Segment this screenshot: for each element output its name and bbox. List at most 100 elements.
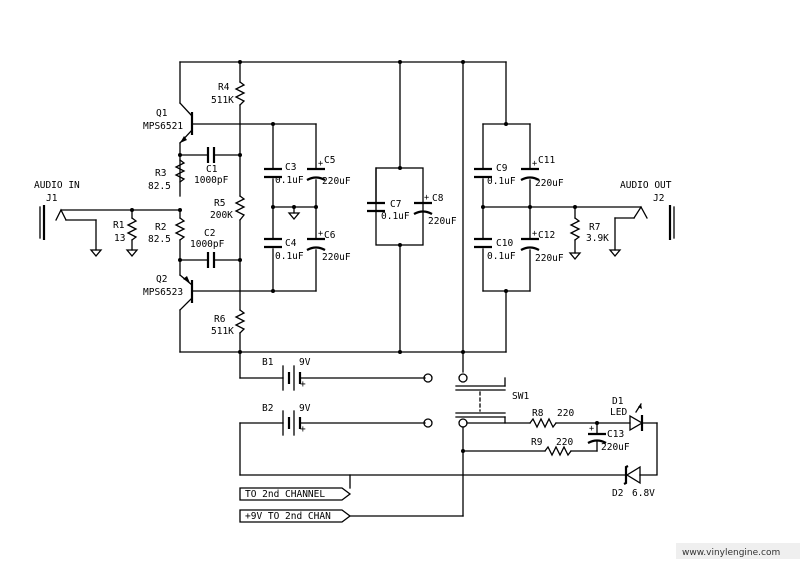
- audio-in-title: AUDIO IN: [34, 180, 80, 191]
- c5-ref: C5: [324, 155, 335, 166]
- watermark-bar: www.vinylengine.com: [676, 543, 800, 559]
- c13-plus: +: [589, 424, 594, 434]
- b1-plus: +: [300, 379, 306, 390]
- capacitor-c5: + C5 220uF: [306, 155, 351, 187]
- b2-ref: B2: [262, 403, 273, 414]
- capacitor-c8: + C8 220uF: [413, 193, 457, 227]
- plus9v-to-2nd-chan-label: +9V TO 2nd CHAN: [245, 511, 331, 522]
- capacitor-c6: + C6 220uF: [306, 229, 351, 263]
- resistor-r4: R4 511K: [211, 81, 246, 106]
- resistor-r1: R1 13: [113, 209, 139, 258]
- capacitor-c13: + C13 220uF: [587, 422, 630, 453]
- c3-value: 0.1uF: [275, 175, 304, 186]
- decoupling-bank-3: [462, 61, 576, 373]
- c12-ref: C12: [538, 230, 555, 241]
- capacitor-c9: C9 0.1uF: [474, 163, 516, 187]
- b1-ref: B1: [262, 357, 274, 368]
- r3-ref: R3: [155, 168, 166, 179]
- resistor-r7: R7 3.9K: [568, 205, 609, 261]
- b2-value: 9V: [299, 403, 311, 414]
- b2-plus: +: [300, 424, 306, 435]
- decoupling-bank-2: [375, 61, 424, 353]
- to-2nd-channel-label: TO 2nd CHANNEL: [245, 489, 325, 500]
- d1-ref: D1: [612, 396, 624, 407]
- c10-value: 0.1uF: [487, 251, 516, 262]
- c8-ref: C8: [432, 193, 444, 204]
- r5-ref: R5: [214, 198, 225, 209]
- c13-value: 220uF: [601, 442, 630, 453]
- c7-ref: C7: [390, 199, 401, 210]
- connector-to-2nd-channel: TO 2nd CHANNEL: [239, 474, 352, 501]
- led-d1: D1 LED: [610, 396, 658, 475]
- c4-value: 0.1uF: [275, 251, 304, 262]
- resistor-r3: R3 82.5: [148, 159, 186, 192]
- r2-ref: R2: [155, 222, 166, 233]
- r3-value: 82.5: [148, 181, 171, 192]
- c2-value: 1000pF: [190, 239, 225, 250]
- d1-type: LED: [610, 407, 627, 418]
- resistor-r5: R5 200K: [210, 195, 246, 221]
- r7-ref: R7: [589, 222, 600, 233]
- c3-ref: C3: [285, 162, 296, 173]
- c10-ref: C10: [496, 238, 513, 249]
- b1-value: 9V: [299, 357, 311, 368]
- transistor-q2: Q2 MPS6523: [143, 274, 317, 311]
- c9-ref: C9: [496, 163, 508, 174]
- q1-ref: Q1: [156, 108, 168, 119]
- c6-plus: +: [318, 229, 323, 239]
- c5-plus: +: [318, 159, 323, 169]
- c2-ref: C2: [204, 228, 215, 239]
- capacitor-c4: C4 0.1uF: [264, 237, 304, 262]
- r8-ref: R8: [532, 408, 544, 419]
- q2-part: MPS6523: [143, 287, 183, 298]
- d2-ref: D2: [612, 488, 623, 499]
- connector-plus9v-to-2nd-chan: +9V TO 2nd CHAN: [239, 509, 464, 523]
- q1-part: MPS6521: [143, 121, 183, 132]
- r7-value: 3.9K: [586, 233, 609, 244]
- c1-ref: C1: [206, 164, 218, 175]
- sw1-ref: SW1: [512, 391, 529, 402]
- j2-ref: J2: [653, 193, 664, 204]
- audio-out-title: AUDIO OUT: [620, 180, 672, 191]
- decoupling-bank-1: [271, 122, 318, 293]
- capacitor-c3: C3 0.1uF: [264, 162, 304, 186]
- c4-ref: C4: [285, 238, 297, 249]
- r9-ref: R9: [531, 437, 543, 448]
- audio-out-jack: AUDIO OUT J2: [574, 180, 675, 258]
- r4-value: 511K: [211, 95, 234, 106]
- j1-ref: J1: [46, 193, 58, 204]
- c13-ref: C13: [607, 429, 624, 440]
- r8-value: 220: [557, 408, 574, 419]
- resistor-r2: R2 82.5: [148, 209, 186, 276]
- capacitor-c12: + C12 220uF: [520, 229, 564, 264]
- transistor-q1: Q1 MPS6521: [143, 102, 317, 197]
- watermark-text: www.vinylengine.com: [682, 548, 780, 558]
- c11-ref: C11: [538, 155, 555, 166]
- capacitor-c2: C2 1000pF: [178, 228, 242, 268]
- c8-value: 220uF: [428, 216, 457, 227]
- switch-sw1: SW1: [423, 373, 546, 517]
- c6-ref: C6: [324, 230, 336, 241]
- battery-b1: B1 9V +: [262, 357, 311, 391]
- c7-value: 0.1uF: [381, 211, 410, 222]
- c12-plus: +: [532, 229, 537, 239]
- r2-value: 82.5: [148, 234, 171, 245]
- capacitor-c1: C1 1000pF: [178, 147, 242, 186]
- capacitor-c7: C7 0.1uF: [367, 167, 410, 222]
- c9-value: 0.1uF: [487, 176, 516, 187]
- c8-plus: +: [424, 193, 429, 203]
- c5-value: 220uF: [322, 176, 351, 187]
- c1-value: 1000pF: [194, 175, 229, 186]
- c6-value: 220uF: [322, 252, 351, 263]
- r1-value: 13: [114, 233, 125, 244]
- c11-plus: +: [532, 159, 537, 169]
- audio-in-jack: AUDIO IN J1: [34, 180, 182, 258]
- r1-ref: R1: [113, 220, 125, 231]
- r5-value: 200K: [210, 210, 233, 221]
- capacitor-c11: + C11 220uF: [520, 155, 564, 189]
- resistor-r8: R8 220: [529, 408, 631, 429]
- r6-value: 511K: [211, 326, 234, 337]
- r4-ref: R4: [218, 82, 230, 93]
- capacitor-c10: C10 0.1uF: [474, 237, 516, 262]
